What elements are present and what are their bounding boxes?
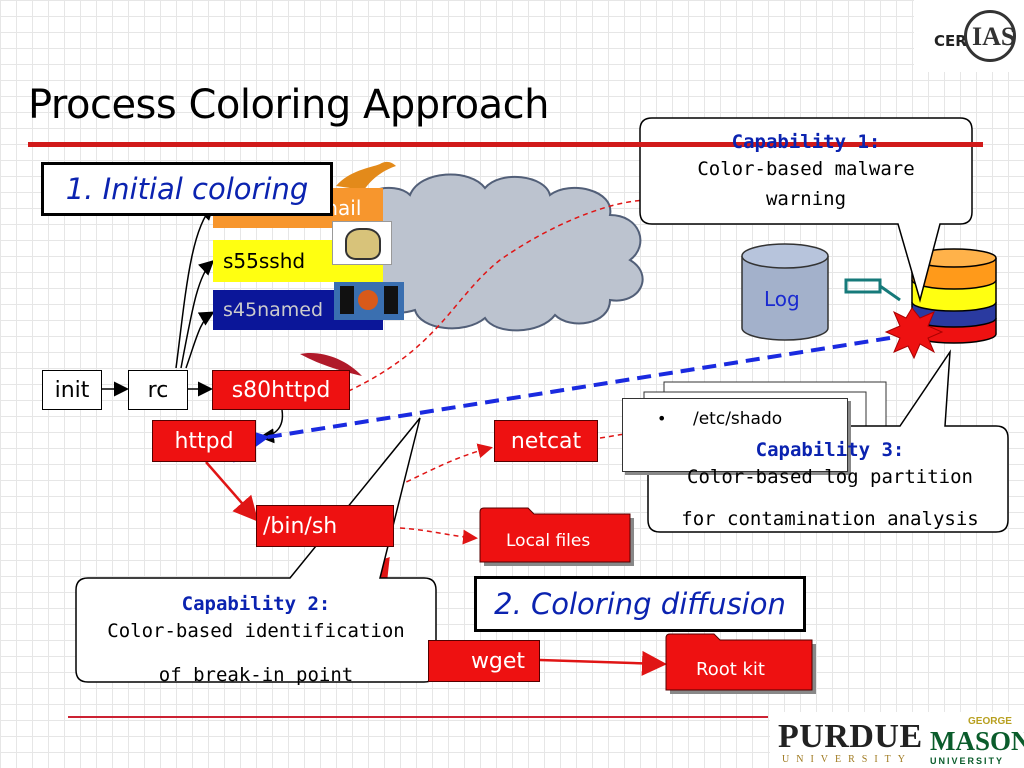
callout-1-line1: Color-based malware: [697, 158, 915, 180]
callout-1-text: Capability 1: Color-based malware warnin…: [640, 130, 972, 214]
slide-title: Process Coloring Approach: [28, 82, 550, 128]
shadow-file-label: /etc/shado: [693, 409, 783, 429]
cerias-logo: CER IAS: [914, 0, 1024, 72]
sshd-daemon-icon: [332, 221, 392, 265]
mason-logo-george: GEORGE: [968, 716, 1012, 727]
root-kit-folder: [665, 633, 816, 694]
label-initial-coloring: 1. Initial coloring: [41, 162, 333, 216]
callout-3-title: Capability 3:: [755, 439, 905, 461]
process-named[interactable]: s45named: [213, 290, 383, 330]
callout-2-line2: of break-in point: [158, 664, 354, 686]
shadow-file-document: • /etc/shado: [622, 398, 848, 472]
process-netcat[interactable]: netcat: [494, 420, 598, 462]
cerias-logo-ring: [964, 10, 1016, 62]
callout-2-bubble: [75, 417, 437, 683]
title-underline: [28, 142, 983, 147]
process-binsh[interactable]: /bin/sh: [256, 505, 394, 547]
footer-line: [68, 716, 768, 718]
callout-1-title: Capability 1:: [731, 131, 881, 153]
edge-rc-named: [185, 311, 215, 369]
callout-2-line1: Color-based identification: [107, 620, 405, 642]
process-wget[interactable]: wget: [428, 640, 540, 682]
callout-1-bubble: [639, 117, 973, 303]
log-cylinder: [741, 243, 829, 341]
named-bind-icon: [334, 282, 404, 320]
callout-3-line1: Color-based log partition: [687, 466, 973, 488]
local-files-label: Local files: [506, 531, 591, 551]
alert-burst-icon: [884, 307, 944, 360]
mason-logo-sub: UNIVERSITY: [930, 756, 1005, 766]
process-s80httpd[interactable]: s80httpd: [212, 370, 350, 410]
process-sshd-label: s55sshd: [223, 249, 306, 273]
edge-httpd-binsh: [205, 461, 259, 522]
colored-log-database: [911, 248, 997, 344]
cerias-logo-ias: IAS: [972, 22, 1016, 51]
root-kit-label: Root kit: [696, 659, 765, 680]
callout-3-line2: for contamination analysis: [681, 508, 979, 530]
university-logos: PURDUE UNIVERSITY GEORGE MASON UNIVERSIT…: [770, 712, 1024, 768]
callout-1-line2: warning: [765, 188, 847, 210]
label-coloring-diffusion: 2. Coloring diffusion: [474, 576, 806, 632]
edge-binsh-localfiles: [399, 527, 478, 545]
callout-2-title: Capability 2:: [181, 593, 331, 615]
log-label: Log: [764, 287, 800, 311]
edge-log-httpd: [227, 336, 891, 463]
edge-s80httpd-cloud: [339, 199, 651, 396]
edge-rc-sendmail: [175, 204, 215, 369]
edge-rc-sshd: [180, 259, 215, 369]
cerias-logo-cer: CER: [934, 32, 967, 50]
local-files-folder: [479, 507, 634, 566]
process-named-label: s45named: [223, 299, 324, 321]
edge-s80httpd-httpd: [259, 409, 284, 444]
sendmail-bird-icon: [336, 161, 396, 190]
edge-wget-rootkit: [539, 650, 667, 676]
purdue-logo-sub: UNIVERSITY: [782, 754, 912, 765]
log-connector-icon: [844, 278, 901, 302]
process-init[interactable]: init: [42, 370, 102, 410]
callout-2-text: Capability 2: Color-based identification…: [76, 592, 436, 690]
process-httpd[interactable]: httpd: [152, 420, 256, 462]
shadow-bullet: •: [657, 409, 667, 428]
callout-3-text: Capability 3: Color-based log partition …: [648, 438, 1012, 534]
purdue-logo: PURDUE: [778, 718, 923, 755]
mason-logo: MASON: [930, 726, 1024, 756]
process-rc[interactable]: rc: [128, 370, 188, 410]
